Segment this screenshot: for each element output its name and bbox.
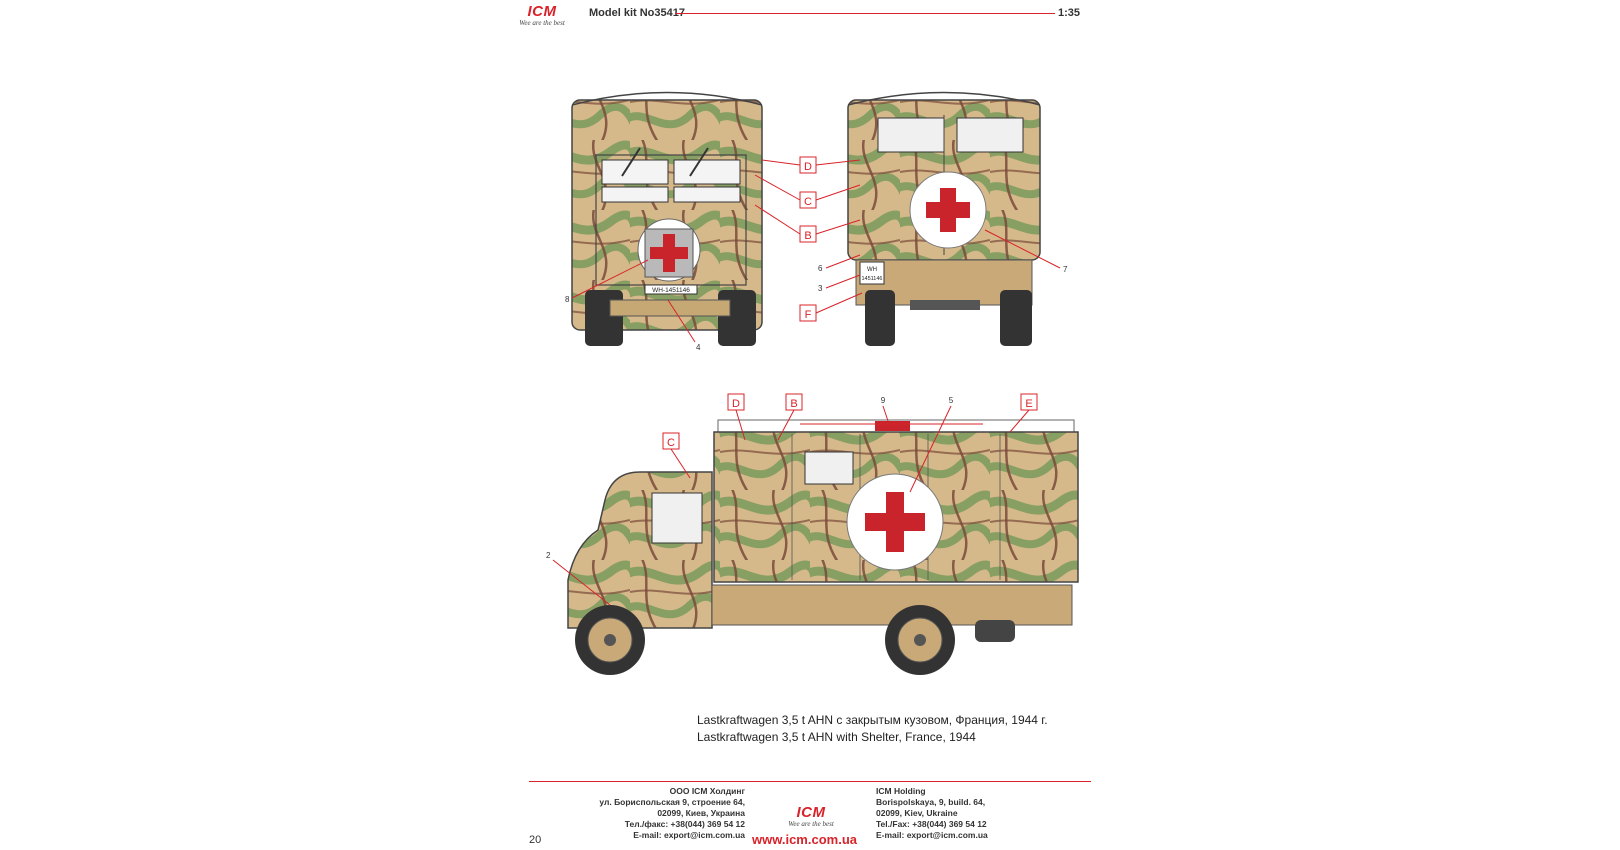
- front-windshield-right: [673, 159, 741, 185]
- number-6: 6: [818, 264, 823, 273]
- footer-ru-line-4: Тел./факс: +38(044) 369 54 12: [624, 819, 745, 829]
- callout-f-rear: F: [805, 309, 812, 321]
- number-2: 2: [546, 551, 551, 560]
- footer-ru-email: E-mail: export@icm.com.ua: [633, 830, 745, 840]
- rear-license-plate: [859, 261, 885, 285]
- front-license-plate: [644, 284, 698, 295]
- front-plate-text: WH-1451146: [652, 287, 690, 294]
- callout-c-front: C: [804, 196, 812, 208]
- footer-en-line-4: Tel./Fax: +38(044) 369 54 12: [876, 819, 987, 829]
- number-7: 7: [1063, 265, 1068, 274]
- page-number: 20: [529, 834, 542, 846]
- footer-en-line-1: ICM Holding: [876, 786, 926, 796]
- logo-mark: ICM: [527, 3, 557, 20]
- footer-address-en: ICM Holding Borispolskaya, 9, build. 64,…: [876, 786, 1061, 841]
- caption-russian: Lastkraftwagen 3,5 t AHN с закрытым кузо…: [697, 713, 1048, 727]
- front-windshield-left: [601, 159, 669, 185]
- side-box-window: [804, 451, 854, 485]
- footer-ru-line-3: 02099, Киев, Украина: [657, 808, 745, 818]
- side-callouts: D B E C 9 5 2: [546, 393, 1038, 606]
- icm-logo-footer: ICM Wee are the best: [781, 805, 841, 828]
- footer-url[interactable]: www.icm.com.ua: [752, 832, 857, 847]
- footer-rule: [529, 781, 1091, 782]
- rear-plate-line2: 1451146: [861, 276, 882, 282]
- front-wheel-left: [585, 290, 623, 346]
- footer-en-line-2: Borispolskaya, 9, build. 64,: [876, 797, 986, 807]
- header-rule: [675, 13, 1055, 14]
- front-wheel-right: [718, 290, 756, 346]
- callout-d-front: D: [804, 161, 812, 173]
- side-cab-window: [651, 492, 703, 544]
- number-8: 8: [565, 295, 570, 304]
- side-view: [567, 419, 1079, 675]
- logo-tagline: Wee are the best: [519, 19, 565, 27]
- rear-wheel-right: [1000, 290, 1032, 346]
- footer-en-email: E-mail: export@icm.com.ua: [876, 830, 988, 840]
- front-view: WH-1451146: [571, 91, 763, 346]
- callout-c-side: C: [667, 437, 675, 449]
- icm-logo-top: ICM Wee are the best: [512, 4, 572, 27]
- caption-block: Lastkraftwagen 3,5 t AHN с закрытым кузо…: [697, 712, 1048, 746]
- number-3: 3: [818, 284, 823, 293]
- number-5: 5: [949, 396, 954, 405]
- callout-e-side: E: [1025, 398, 1032, 410]
- rear-wheel-left: [865, 290, 895, 346]
- front-callouts: D C B 8 4: [565, 156, 817, 352]
- callout-b-front: B: [804, 230, 811, 242]
- footer-en-line-3: 02099, Kiev, Ukraine: [876, 808, 958, 818]
- footer-logo-tagline: Wee are the best: [788, 820, 834, 828]
- callout-d-side: D: [732, 398, 740, 410]
- rear-window-right: [956, 117, 1024, 153]
- rear-view: WH 1451146: [847, 91, 1041, 346]
- rear-window-left: [877, 117, 945, 153]
- footer-ru-line-1: ООО ICM Холдинг: [669, 786, 745, 796]
- footer-ru-line-2: ул. Бориспольская 9, строение 64,: [599, 797, 745, 807]
- callout-b-side: B: [790, 398, 797, 410]
- rear-callouts: 6 3 F 7: [799, 159, 1068, 322]
- caption-english: Lastkraftwagen 3,5 t AHN with Shelter, F…: [697, 730, 976, 744]
- side-chassis: [711, 584, 1073, 626]
- scale-label: 1:35: [1058, 7, 1081, 19]
- footer-logo-mark: ICM: [796, 804, 826, 821]
- number-9: 9: [881, 396, 886, 405]
- kit-title: Model kit No35417: [589, 7, 685, 19]
- rear-plate-line1: WH: [867, 267, 877, 273]
- footer-address-ru: ООО ICM Холдинг ул. Бориспольская 9, стр…: [560, 786, 745, 841]
- number-4: 4: [696, 343, 701, 352]
